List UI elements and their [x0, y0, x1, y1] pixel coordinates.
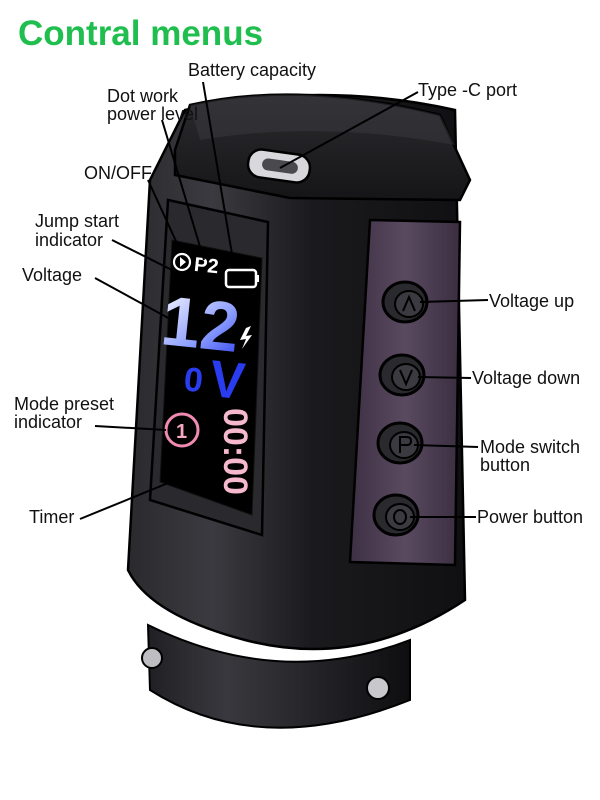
voltage-down-button[interactable] — [378, 353, 426, 397]
label-on-off: ON/OFF — [84, 163, 152, 183]
label-battery-capacity: Battery capacity — [188, 60, 317, 80]
label-mode-preset-line1: Mode preset — [14, 394, 115, 414]
chevron-down-icon — [399, 369, 413, 387]
display-screen: P2 12 0 V 1 00:00 — [158, 239, 263, 516]
mode-p-icon — [399, 436, 413, 453]
label-voltage: Voltage — [22, 265, 83, 285]
label-mode-switch-line1: Mode switch — [480, 437, 581, 457]
chevron-up-icon — [402, 294, 416, 312]
label-jump-start-line2: indicator — [35, 230, 104, 250]
label-voltage-down: Voltage down — [472, 368, 581, 388]
label-mode-preset-line2: indicator — [14, 412, 83, 432]
label-type-c-port: Type -C port — [418, 80, 518, 100]
power-status-icon — [172, 252, 192, 272]
power-icon — [393, 509, 407, 525]
power-button[interactable] — [372, 493, 420, 537]
label-dot-work-line2: power level — [107, 104, 199, 124]
voltage-integer: 12 — [158, 281, 244, 367]
label-jump-start-line1: Jump start — [35, 211, 120, 231]
jump-start-icon — [180, 257, 186, 267]
voltage-decimal: 0 — [182, 360, 205, 400]
base-ring — [141, 623, 411, 729]
label-dot-work-line1: Dot work — [107, 86, 179, 106]
label-voltage-up: Voltage up — [489, 291, 575, 311]
mode-level-text: P2 — [193, 254, 220, 278]
lightning-icon — [240, 326, 252, 349]
page-title: Contral menus — [18, 14, 264, 53]
side-buttons — [372, 280, 429, 537]
label-timer: Timer — [29, 507, 75, 527]
timer-readout: 00:00 — [216, 408, 254, 495]
label-mode-switch-line2: button — [480, 455, 531, 475]
leader-lines — [79, 81, 489, 520]
preset-number: 1 — [176, 421, 187, 443]
voltage-unit: V — [207, 350, 248, 411]
label-power-button: Power button — [477, 507, 584, 527]
mode-switch-button[interactable] — [376, 421, 424, 465]
voltage-up-button[interactable] — [381, 280, 429, 324]
